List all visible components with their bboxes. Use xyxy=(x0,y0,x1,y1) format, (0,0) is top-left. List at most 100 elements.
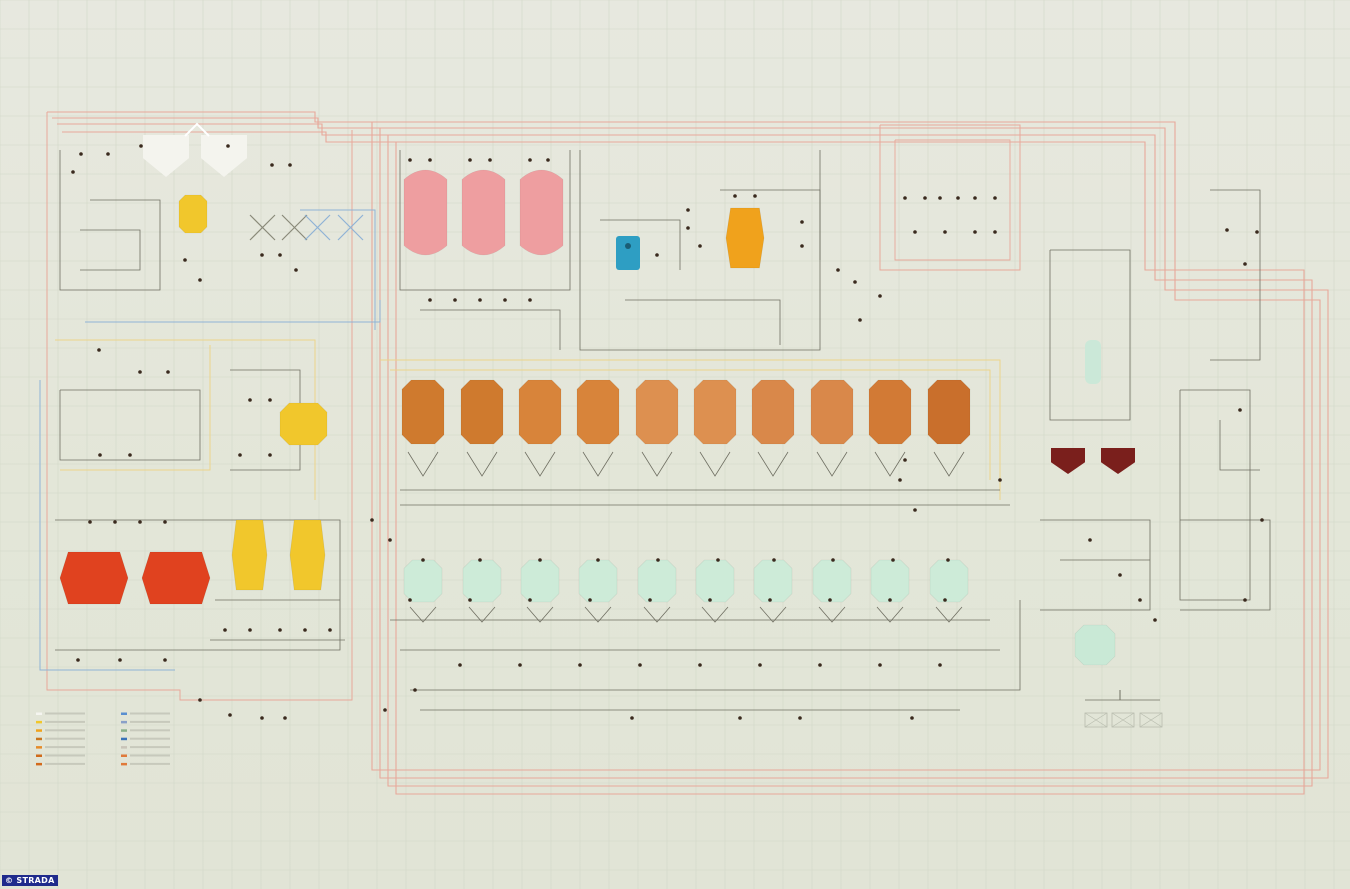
valve-node-81 xyxy=(772,558,776,562)
valve-node-92 xyxy=(828,598,832,602)
fermenter-tank-1 xyxy=(401,379,445,445)
fermenter-cone-9 xyxy=(874,451,906,477)
valve-node-51 xyxy=(248,398,252,402)
grey-pink-tank-box xyxy=(399,150,571,291)
legend-line-8 xyxy=(130,712,170,715)
valve-node-43 xyxy=(943,230,947,234)
valve-node-10 xyxy=(260,253,264,257)
valve-node-30 xyxy=(800,220,804,224)
valve-node-14 xyxy=(428,158,432,162)
drain-box-3 xyxy=(1139,712,1163,728)
yellow-tank-small-top xyxy=(178,194,208,234)
tank-group xyxy=(59,122,1163,728)
valve-node-20 xyxy=(453,298,457,302)
grey-centre-inner xyxy=(625,299,781,345)
valve-node-107 xyxy=(910,716,914,720)
valve-node-97 xyxy=(578,663,582,667)
watermark-strada: © STRADA xyxy=(2,875,58,886)
valve-node-76 xyxy=(478,558,482,562)
fermenter-cone-5 xyxy=(641,451,673,477)
storage-cone-2 xyxy=(468,606,496,623)
valve-node-119 xyxy=(898,478,902,482)
legend-line-3 xyxy=(45,729,85,732)
valve-node-63 xyxy=(228,713,232,717)
hopper-bridge xyxy=(184,122,210,137)
filter-cross-2 xyxy=(281,214,308,241)
storage-tank-10 xyxy=(929,559,969,603)
valve-node-48 xyxy=(166,370,170,374)
filter-cross-4 xyxy=(337,214,364,241)
yellow-tank-1 xyxy=(231,519,268,591)
filter-cross-1 xyxy=(249,214,276,241)
valve-node-16 xyxy=(488,158,492,162)
legend-swatch-10 xyxy=(121,729,127,732)
valve-node-79 xyxy=(656,558,660,562)
storage-tank-2 xyxy=(462,559,502,603)
legend-swatch-12 xyxy=(121,746,127,749)
red-tank-2 xyxy=(141,551,211,605)
legend-line-7 xyxy=(45,762,85,765)
grey-filter-box xyxy=(59,389,201,461)
valve-node-80 xyxy=(716,558,720,562)
yellow-fermenter-pipe xyxy=(380,359,1001,500)
fermenter-tank-10 xyxy=(927,379,971,445)
blue-left-pipe xyxy=(39,380,175,671)
valve-node-85 xyxy=(408,598,412,602)
valve-node-13 xyxy=(408,158,412,162)
salmon-loop-2 xyxy=(52,117,1329,779)
valve-node-8 xyxy=(183,258,187,262)
pink-tank-2 xyxy=(461,169,506,256)
valve-node-91 xyxy=(768,598,772,602)
pink-tank-3 xyxy=(519,169,564,256)
fermenter-tank-8 xyxy=(810,379,854,445)
valve-node-54 xyxy=(268,453,272,457)
valve-node-84 xyxy=(946,558,950,562)
fermenter-cone-2 xyxy=(466,451,498,477)
valve-node-70 xyxy=(328,628,332,632)
legend-swatch-14 xyxy=(121,762,127,766)
grey-right-box xyxy=(1179,389,1251,601)
valve-node-24 xyxy=(655,253,659,257)
grey-right-lower-box xyxy=(1040,519,1151,611)
valve-node-40 xyxy=(973,196,977,200)
valve-node-104 xyxy=(630,716,634,720)
legend-line-5 xyxy=(45,746,85,749)
valve-node-17 xyxy=(528,158,532,162)
valve-node-74 xyxy=(413,688,417,692)
blue-upper-pipe xyxy=(85,300,381,323)
pink-tank-1 xyxy=(403,169,448,256)
valve-node-56 xyxy=(113,520,117,524)
legend-line-10 xyxy=(130,729,170,732)
valve-node-118 xyxy=(903,458,907,462)
salmon-loop-4 xyxy=(62,131,1305,795)
valve-node-64 xyxy=(260,716,264,720)
valve-node-73 xyxy=(383,708,387,712)
blue-mid-pipe xyxy=(300,209,376,330)
darkred-tank-1 xyxy=(1051,448,1085,474)
yellow-tank-2 xyxy=(289,519,326,591)
valve-node-96 xyxy=(518,663,522,667)
valve-node-108 xyxy=(1088,538,1092,542)
legend-line-4 xyxy=(45,737,85,740)
valve-nodes xyxy=(71,144,1264,720)
yellow-left-pipe xyxy=(55,339,316,500)
valve-node-120 xyxy=(913,508,917,512)
valve-node-75 xyxy=(421,558,425,562)
legend-line-9 xyxy=(130,720,170,723)
valve-node-112 xyxy=(1225,228,1229,232)
grey-conc-box xyxy=(1049,249,1131,421)
storage-cone-3 xyxy=(526,606,554,623)
valve-node-35 xyxy=(858,318,862,322)
valve-node-88 xyxy=(588,598,592,602)
fermenter-cone-7 xyxy=(757,451,789,477)
valve-node-65 xyxy=(283,716,287,720)
grey-small-tank-line xyxy=(600,219,681,270)
valve-node-55 xyxy=(88,520,92,524)
valve-node-72 xyxy=(388,538,392,542)
legend-line-12 xyxy=(130,746,170,749)
white-hopper-2 xyxy=(201,135,247,177)
red-tank-1 xyxy=(59,551,129,605)
valve-node-21 xyxy=(478,298,482,302)
